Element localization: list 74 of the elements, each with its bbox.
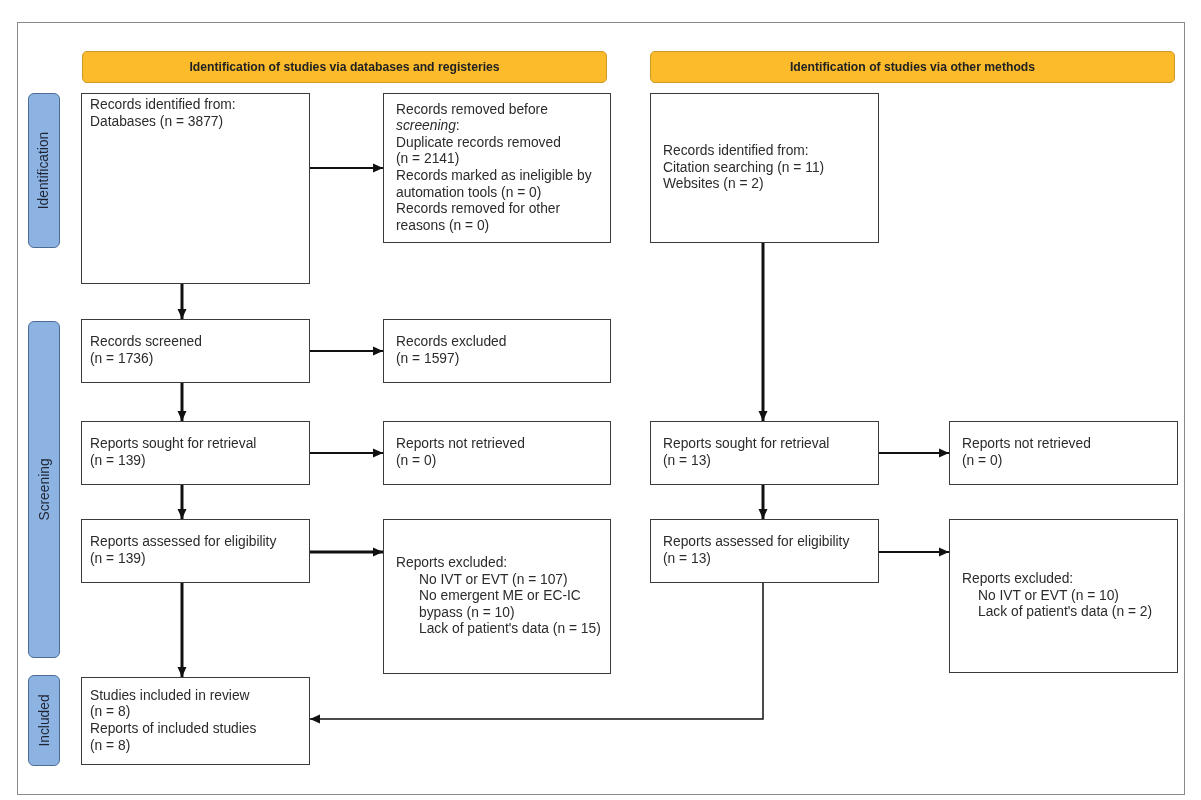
flow-step-text: Reports not retrieved: [961, 436, 1092, 453]
flow-step-text: Duplicate records removed: [395, 134, 562, 152]
flow-step-text: Citation searching (n = 11): [662, 159, 826, 177]
flow-step-text: Reports of included studies: [89, 721, 258, 738]
stage-label-tab: [28, 675, 60, 766]
flow-arrow: [310, 163, 383, 173]
flow-step-box: [383, 519, 611, 674]
flow-step-text: (n = 0): [395, 453, 438, 470]
flow-step-text: Reports excluded:: [395, 555, 509, 572]
flow-step-text: No IVT or EVT (n = 10): [977, 587, 1120, 605]
flow-arrow: [758, 485, 768, 519]
section-header-band: [650, 51, 1175, 83]
flow-step-box: [81, 677, 310, 765]
flow-step-box: [81, 519, 310, 583]
flow-arrow: [309, 582, 764, 724]
flow-step-text: (n = 8): [89, 737, 132, 755]
flow-step-box: [81, 93, 310, 284]
flow-step-text: Records screened: [89, 334, 203, 351]
flow-step-text: Records identified from:: [89, 97, 237, 114]
flow-arrow: [177, 284, 187, 319]
flow-step-text: No emergent ME or EC-IC bypass (n = 10): [418, 588, 582, 622]
section-header-band: [82, 51, 607, 83]
flow-step-box: [383, 93, 611, 243]
flow-step-text: Reports assessed for eligibility: [662, 534, 851, 551]
section-header-text: Identification of studies via other methods: [789, 60, 1036, 74]
flow-arrow: [310, 547, 383, 557]
flow-step-box: [650, 93, 879, 243]
flow-step-text: Records excluded: [395, 334, 508, 351]
flow-step-text: Reports not retrieved: [395, 436, 526, 453]
flow-step-text: Studies included in review: [89, 687, 251, 705]
flow-arrow: [310, 346, 383, 356]
section-header-text: Identification of studies via databases and registeries: [189, 60, 500, 74]
stage-label-tab: [28, 93, 60, 248]
flow-step-text: (n = 1597): [395, 351, 461, 368]
flow-step-text: (n = 139): [89, 551, 147, 568]
flow-step-text: (n = 13): [662, 551, 712, 568]
flow-step-text: Records identified from:: [662, 143, 810, 160]
flow-arrow: [177, 583, 187, 677]
stage-label-text: Screening: [36, 458, 52, 521]
stage-label-text: Identification: [36, 131, 52, 210]
flow-step-text: (n = 8): [89, 704, 132, 721]
flow-arrow: [177, 383, 187, 421]
flow-step-text: (n = 13): [662, 453, 712, 470]
flow-step-box: [81, 319, 310, 383]
flow-step-text: Records marked as ineligible by automation tools (n = 0): [395, 168, 593, 202]
flow-step-text: Records removed for other reasons (n = 0): [395, 201, 562, 235]
flow-step-box: [383, 319, 611, 383]
flow-step-text: Databases (n = 3877): [89, 113, 225, 131]
flow-step-box: [650, 519, 879, 583]
flow-arrow: [879, 448, 949, 458]
flow-step-text: Reports sought for retrieval: [662, 436, 831, 453]
flow-arrow: [879, 547, 949, 557]
flow-step-text: (n = 139): [89, 453, 147, 470]
stage-label-tab: [28, 321, 60, 658]
flow-step-text: Lack of patient's data (n = 2): [977, 604, 1154, 621]
flow-step-text: Reports assessed for eligibility: [89, 534, 278, 551]
flow-step-text: Reports excluded:: [961, 571, 1075, 588]
flow-step-text: (n = 2141): [395, 151, 461, 168]
flow-step-box: [650, 421, 879, 485]
flow-arrow: [758, 243, 768, 421]
flow-step-text: No IVT or EVT (n = 107): [418, 571, 569, 589]
stage-label-text: Included: [36, 694, 52, 747]
flow-step-text: Lack of patient's data (n = 15): [418, 621, 602, 638]
flow-step-box: [81, 421, 310, 485]
flow-step-text: Websites (n = 2): [662, 176, 765, 193]
flow-step-text: (n = 1736): [89, 351, 155, 368]
flow-arrow: [177, 485, 187, 519]
flow-step-box: [949, 519, 1178, 673]
flow-step-box: [949, 421, 1178, 485]
flow-step-text: Reports sought for retrieval: [89, 436, 258, 453]
flow-step-text: (n = 0): [961, 453, 1004, 470]
flow-step-text: Records removed before screening:: [395, 101, 549, 135]
flow-arrow: [310, 448, 383, 458]
flow-step-box: [383, 421, 611, 485]
